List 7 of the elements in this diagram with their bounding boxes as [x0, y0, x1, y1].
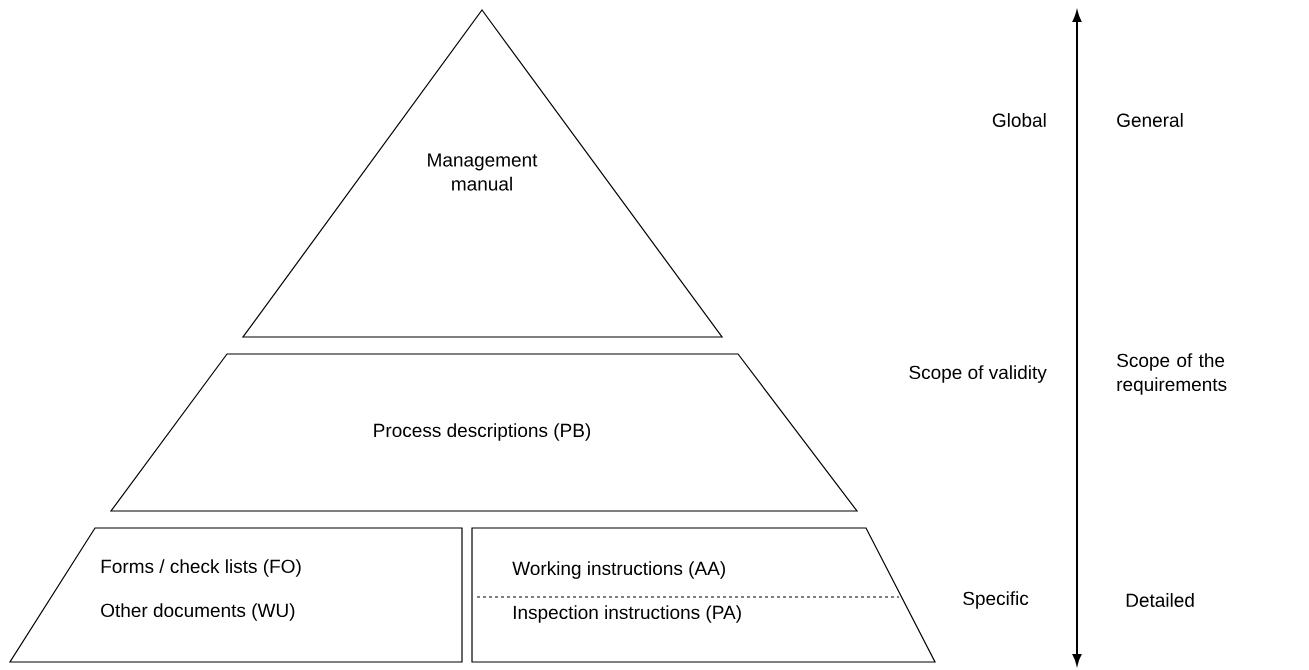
scale-label: Specific	[963, 591, 1029, 609]
scale-label: General	[1117, 113, 1183, 127]
scale-label: Global	[992, 113, 1046, 127]
scale-label: Scope of the requirements	[1117, 353, 1227, 395]
pyramid-segment: Working instructions (AA) Inspection instructions (PA)	[471, 527, 936, 663]
scale-label: Scope of validity	[909, 365, 1047, 383]
scale-label: Detailed	[1126, 593, 1194, 607]
